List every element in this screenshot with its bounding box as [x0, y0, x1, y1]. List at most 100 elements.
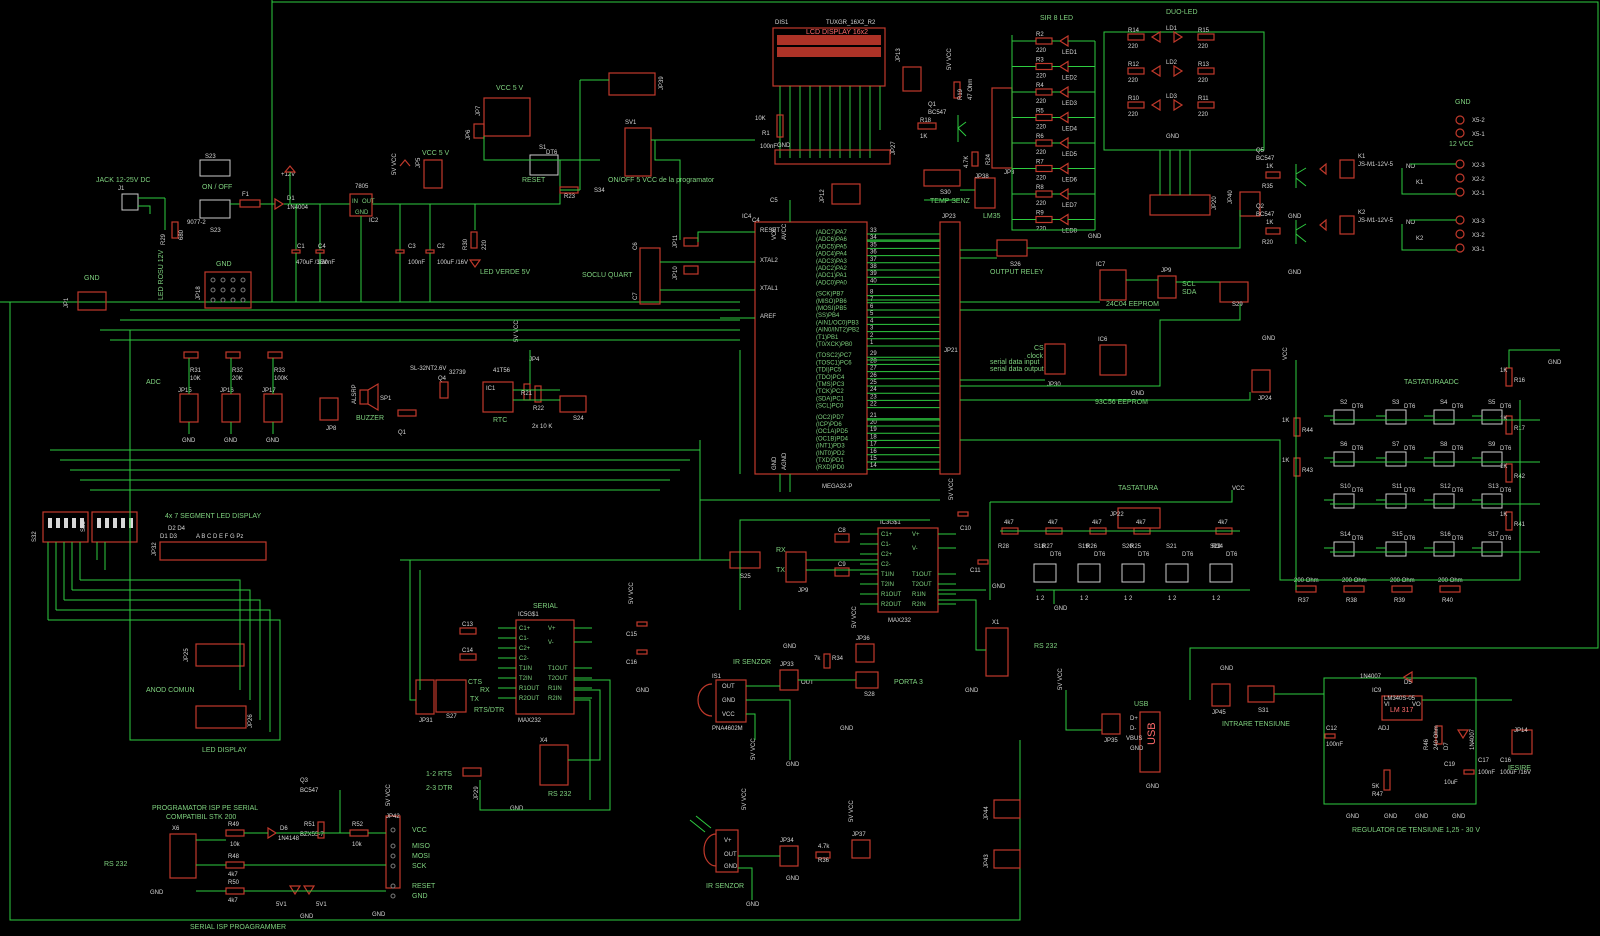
svg-text:S30: S30: [940, 190, 951, 196]
keypad-switch-part: DT6: [1500, 536, 1512, 542]
keypad-switch-part: DT6: [1404, 488, 1416, 494]
adc-jumper-ref: JP16: [220, 388, 234, 394]
adc-jumper: [179, 393, 199, 423]
sir-led-ref: LED3: [1062, 101, 1078, 107]
keypad-row-resistor: [1505, 463, 1513, 483]
svg-text:GND: GND: [1166, 134, 1180, 140]
svg-text:C9: C9: [838, 562, 846, 568]
svg-text:GND: GND: [783, 644, 797, 650]
svg-text:C6: C6: [633, 242, 639, 250]
svg-text:GND: GND: [372, 912, 386, 918]
sir-led: [1058, 34, 1069, 48]
svg-text:TUXGR_16X2_R2: TUXGR_16X2_R2: [826, 20, 876, 26]
jp19-header: [639, 247, 661, 305]
tastatura-switch-ref: S22: [1210, 544, 1221, 550]
svg-text:USB: USB: [1146, 722, 1158, 745]
jp30-header: [1044, 343, 1066, 375]
keypad-row-res-value: 1K: [1500, 512, 1507, 518]
svg-text:7k: 7k: [814, 656, 821, 662]
svg-text:JP9: JP9: [1161, 268, 1172, 274]
usb-section: 5V VCC JP35 USB D+ D- VBUS GND USB GND: [1058, 668, 1161, 790]
mcu-pin-number: 28: [870, 358, 877, 364]
isp-pin-label: RESET: [412, 883, 436, 890]
svg-text:DIS1: DIS1: [775, 20, 789, 26]
svg-text:C1: C1: [297, 244, 305, 250]
svg-text:VBUS: VBUS: [1126, 736, 1142, 742]
jp39-header: [608, 72, 656, 96]
jp35-header: [1101, 713, 1121, 735]
svg-text:RESET: RESET: [760, 228, 780, 234]
jack-j1: [121, 193, 139, 211]
sir-resistor: [1035, 190, 1053, 198]
svg-text:5V VCC: 5V VCC: [392, 153, 398, 175]
svg-text:S1: S1: [539, 145, 547, 151]
svg-text:IS1: IS1: [712, 674, 722, 680]
svg-text:TASTATURA: TASTATURA: [1118, 485, 1158, 492]
sir-res-value: 220: [1036, 176, 1047, 182]
duo-res-value: 220: [1198, 44, 1209, 50]
relay-no: NO: [1406, 220, 1415, 226]
tastatura-res-value: 4k7: [1218, 520, 1228, 526]
svg-text:RTS/DTR: RTS/DTR: [474, 707, 504, 714]
svg-text:93C56 EEPROM: 93C56 EEPROM: [1095, 399, 1148, 406]
svg-text:IC7: IC7: [1096, 262, 1106, 268]
mcu-pin-label: (TOSC1)PC6: [816, 360, 852, 366]
max232-pin-right: T2OUT: [548, 676, 568, 682]
sir-resistor: [1035, 113, 1053, 122]
mcu-pin-label: (TXD)PD1: [816, 458, 844, 464]
s27-header: [435, 679, 467, 713]
sir-led: [1058, 60, 1069, 73]
power-supply: JACK 12-25V DC J1 S23 ON / OFF 9077-2 S2…: [96, 150, 561, 302]
svg-text:R36: R36: [818, 858, 830, 864]
mcu-pin-label: (TOSC2)PC7: [816, 353, 852, 359]
svg-text:2-3 DTR: 2-3 DTR: [426, 785, 452, 792]
svg-text:IESIRE: IESIRE: [1508, 765, 1531, 772]
svg-text:AVCC: AVCC: [782, 223, 788, 240]
svg-text:D2 D4: D2 D4: [168, 526, 186, 532]
isp-programmer: Q3 BC547 PROGRAMATOR ISP PE SERIAL COMPA…: [104, 778, 436, 931]
lcd-body: [772, 27, 886, 87]
svg-text:VCC 5 V: VCC 5 V: [422, 150, 450, 157]
svg-text:R34: R34: [832, 656, 844, 662]
sir-resistor: [1035, 139, 1053, 147]
isp-pin-label: MISO: [412, 843, 430, 850]
svg-text:ON/OFF 5 VCC de la programator: ON/OFF 5 VCC de la programator: [608, 177, 715, 184]
jp32-header: [159, 541, 267, 561]
svg-text:R22: R22: [533, 406, 545, 412]
svg-text:GND: GND: [786, 876, 800, 882]
svg-text:OUT: OUT: [722, 684, 735, 690]
svg-text:GND: GND: [777, 143, 791, 149]
svg-text:R50: R50: [228, 880, 240, 886]
keypad-switch: [1433, 409, 1455, 425]
mcu-pin-number: 6: [870, 304, 874, 310]
keypad-switch-ref: S4: [1440, 400, 1448, 406]
svg-text:5V1: 5V1: [316, 902, 327, 908]
duo-led: [1150, 98, 1184, 112]
relay-terminal-label: X2-2: [1472, 177, 1485, 183]
keypad-res-value: 200 Ohm: [1390, 578, 1415, 584]
tastatura-switch: [1165, 563, 1189, 583]
max232-pin-left: C1+: [519, 626, 531, 632]
max232-pin-right: R1IN: [912, 592, 926, 598]
jp45-header: [1211, 683, 1231, 707]
relay-ref: K1: [1358, 154, 1366, 160]
sir-res-ref: R8: [1036, 185, 1044, 191]
svg-text:GND: GND: [1146, 784, 1160, 790]
svg-text:ADJ: ADJ: [1378, 726, 1389, 732]
max232-pin-left: C2-: [881, 562, 891, 568]
mcu-port-headers: [939, 221, 961, 475]
svg-text:R48: R48: [228, 854, 240, 860]
mcu-pin-number: 38: [870, 264, 877, 270]
mcu-pin-label: (SCL)PC0: [816, 404, 844, 410]
svg-text:JP20: JP20: [1212, 196, 1218, 210]
mcu-pin-number: 8: [870, 290, 874, 296]
svg-text:C4: C4: [318, 244, 326, 250]
svg-text:C3: C3: [408, 244, 416, 250]
svg-text:GND: GND: [1346, 814, 1360, 820]
svg-text:220: 220: [482, 239, 488, 250]
keypad-row-resistor: [1505, 415, 1513, 435]
svg-text:RX: RX: [480, 687, 490, 694]
mcu-atmega32: IC4 MEGA32-P RESET XTAL2 XTAL1 AREF VCC …: [720, 200, 961, 500]
adc-pot-value: 10K: [190, 376, 201, 382]
